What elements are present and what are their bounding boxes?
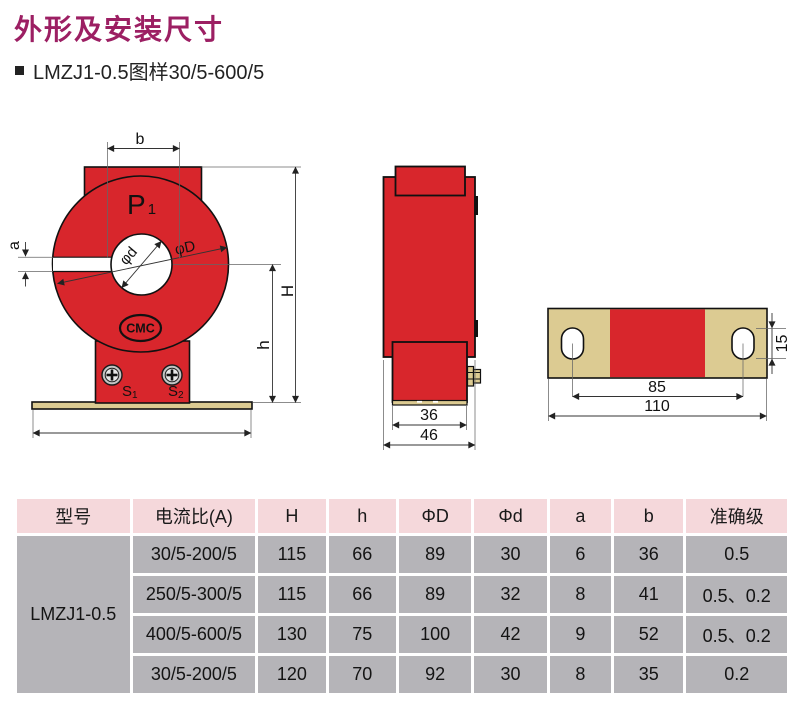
a-label: a	[6, 241, 23, 250]
spec-cell: 115	[258, 536, 326, 573]
spec-cell: 100	[398, 616, 472, 653]
H-label: H	[278, 285, 297, 297]
spec-cell: 8	[549, 576, 612, 613]
s2-main: S	[168, 383, 178, 400]
spec-cell: 120	[258, 656, 326, 693]
base-red-center	[610, 309, 705, 378]
spec-cell: 92	[398, 656, 472, 693]
bullet-square-icon	[15, 66, 24, 75]
dim-85: 85	[572, 343, 744, 400]
col-header-current-ratio: 电流比(A)	[132, 499, 256, 533]
spec-cell: 30/5-200/5	[132, 656, 256, 693]
spec-cell: 70	[328, 656, 396, 693]
dim-h: h	[254, 264, 276, 403]
spec-cell: 66	[328, 536, 396, 573]
table-row: 400/5-600/5 130 75 100 42 9 52 0.5、0.2	[17, 616, 787, 653]
s1-main: S	[122, 383, 132, 400]
dim-a: a	[6, 241, 53, 287]
p1-sub: 1	[148, 201, 156, 218]
b-label: b	[136, 131, 145, 148]
col-header-H: H	[258, 499, 326, 533]
spec-cell: 0.5、0.2	[686, 616, 787, 653]
side-tab-upper	[474, 196, 478, 215]
screw-s1-icon	[101, 364, 123, 386]
header-row: 型号 电流比(A) H h ΦD Φd a b 准确级	[17, 499, 787, 533]
dim-110-label: 110	[644, 398, 670, 415]
spec-cell: 8	[549, 656, 612, 693]
spec-cell: 0.5、0.2	[686, 576, 787, 613]
spec-cell: 41	[614, 576, 684, 613]
spec-cell: 89	[398, 576, 472, 613]
page-title: 外形及安装尺寸	[14, 14, 225, 45]
s2-sub: 2	[178, 390, 184, 401]
spec-cell: 42	[474, 616, 547, 653]
subtitle-text: LMZJ1-0.5图样30/5-600/5	[33, 62, 265, 84]
dim-36-label: 36	[420, 407, 438, 424]
dim-36: 36	[392, 406, 467, 430]
spec-cell: 115	[258, 576, 326, 613]
spec-cell: 36	[614, 536, 684, 573]
s1-sub: 1	[132, 390, 138, 401]
spec-cell: 75	[328, 616, 396, 653]
col-header-b: b	[614, 499, 684, 533]
dim-H: H	[201, 166, 301, 403]
col-header-model: 型号	[17, 499, 130, 533]
model-cell: LMZJ1-0.5	[17, 536, 130, 693]
col-header-h: h	[328, 499, 396, 533]
dim-46-label: 46	[420, 427, 438, 444]
spec-cell: 32	[474, 576, 547, 613]
side-top-block	[394, 165, 466, 197]
s1-marking: S1	[122, 383, 138, 401]
spec-cell: 0.2	[686, 656, 787, 693]
subtitle: LMZJ1-0.5图样30/5-600/5	[15, 56, 264, 85]
spec-cell: 0.5	[686, 536, 787, 573]
p1-main: P	[127, 189, 146, 220]
table-row: 250/5-300/5 115 66 89 32 8 41 0.5、0.2	[17, 576, 787, 613]
side-body	[382, 176, 476, 358]
spec-cell: 30	[474, 536, 547, 573]
spec-table: 型号 电流比(A) H h ΦD Φd a b 准确级 LMZJ1-0.5 30…	[14, 496, 790, 696]
dim-base-width	[32, 410, 252, 438]
dim-46: 46	[383, 360, 476, 450]
terminal-screw	[466, 365, 482, 387]
dim-110: 110	[548, 379, 767, 421]
spec-cell: 400/5-600/5	[132, 616, 256, 653]
spec-cell: 6	[549, 536, 612, 573]
spec-cell: 89	[398, 536, 472, 573]
cmc-logo-text: CMC	[126, 322, 154, 336]
side-view: 36 46	[382, 165, 482, 450]
spec-cell: 30	[474, 656, 547, 693]
spec-cell: 66	[328, 576, 396, 613]
spec-cell: 30/5-200/5	[132, 536, 256, 573]
s2-marking: S2	[168, 383, 184, 401]
side-lower-block	[391, 341, 468, 403]
screw-s2-icon	[161, 364, 183, 386]
spec-cell: 130	[258, 616, 326, 653]
col-header-phid: Φd	[474, 499, 547, 533]
dim-b: b	[107, 131, 180, 258]
dim-85-label: 85	[648, 379, 666, 396]
spec-cell: 250/5-300/5	[132, 576, 256, 613]
h-label: h	[254, 340, 273, 349]
col-header-phiD: ΦD	[398, 499, 472, 533]
side-tab-lower	[474, 320, 478, 337]
col-header-accuracy: 准确级	[686, 499, 787, 533]
dim-15-label: 15	[774, 335, 791, 353]
cmc-logo: CMC	[118, 313, 163, 343]
side-base-strip	[391, 399, 468, 406]
table-row: 30/5-200/5 120 70 92 30 8 35 0.2	[17, 656, 787, 693]
spec-cell: 9	[549, 616, 612, 653]
spec-cell: 52	[614, 616, 684, 653]
col-header-a: a	[549, 499, 612, 533]
table-row: LMZJ1-0.5 30/5-200/5 115 66 89 30 6 36 0…	[17, 536, 787, 693]
dim-15: 15	[756, 313, 791, 374]
spec-cell: 35	[614, 656, 684, 693]
base-view: 85 110 15	[547, 307, 791, 421]
